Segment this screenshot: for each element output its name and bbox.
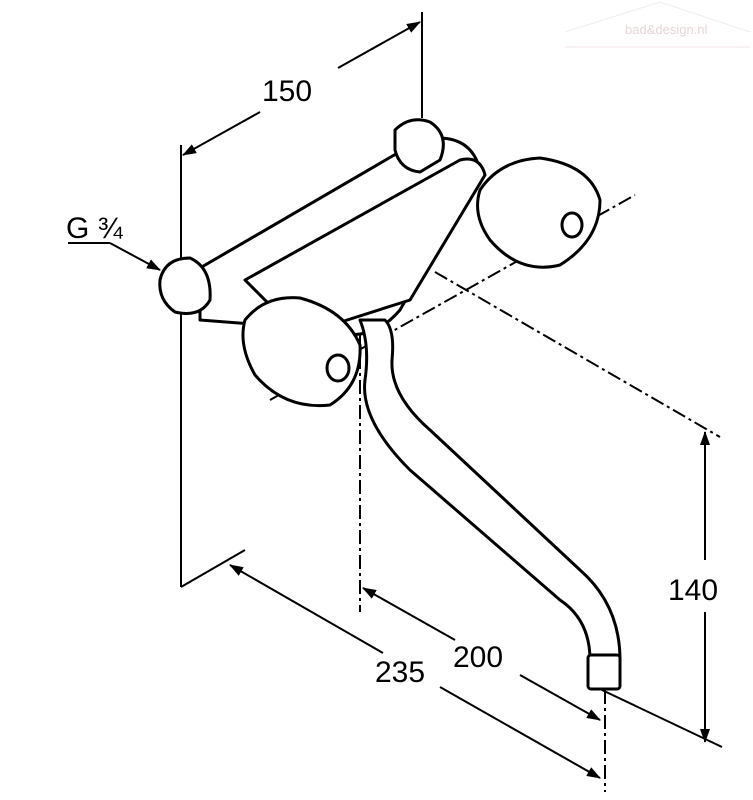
watermark: bad&design.nl bbox=[564, 1, 751, 48]
extension-lines bbox=[180, 12, 723, 748]
dimension-lines bbox=[68, 21, 710, 779]
faucet-body bbox=[158, 118, 622, 691]
dimension-200-label: 200 bbox=[453, 641, 503, 674]
dimension-140-label: 140 bbox=[668, 574, 718, 607]
thread-size-label: G ¾ bbox=[66, 212, 124, 245]
svg-text:bad&design.nl: bad&design.nl bbox=[625, 22, 708, 37]
dimension-150-label: 150 bbox=[262, 75, 312, 108]
dimension-235-label: 235 bbox=[375, 656, 425, 689]
